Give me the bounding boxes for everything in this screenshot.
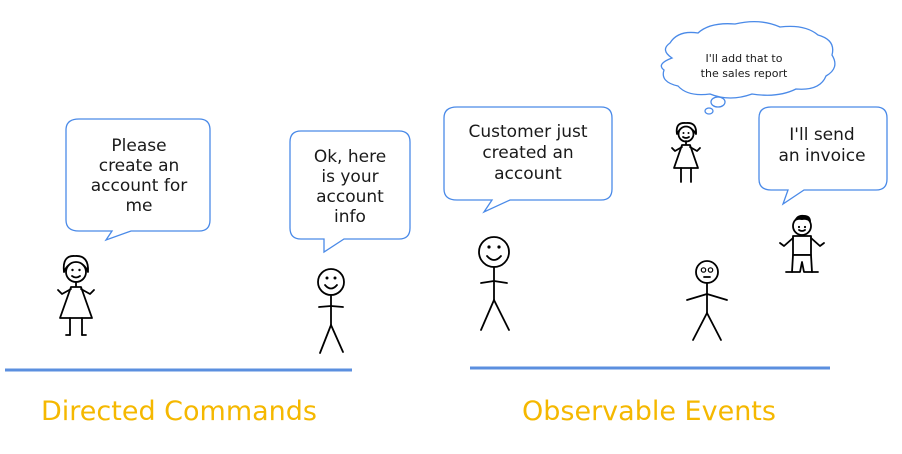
invoice-line-1: I'll send	[789, 125, 854, 145]
speech-bubble-request: Please create an account for me	[65, 118, 211, 242]
request-line-2: create an	[99, 156, 180, 176]
thought-cloud: I'll add that to the sales report	[660, 20, 836, 115]
thought-dot-large	[710, 96, 726, 108]
customer-girl-figure	[57, 255, 95, 336]
speech-bubble-response-shape	[289, 130, 411, 254]
response-line-2: is your	[321, 167, 378, 187]
speech-bubble-request-shape	[65, 118, 211, 242]
speech-bubble-invoice-shape	[758, 106, 888, 206]
observer-stick-figure	[686, 260, 728, 341]
publisher-stick-figure	[478, 236, 510, 331]
thought-cloud-shape	[660, 20, 836, 99]
event-line-2: created an	[482, 143, 573, 163]
service-stick-figure	[317, 268, 345, 354]
observable-events-label: Observable Events	[522, 396, 776, 427]
speech-bubble-event-shape	[443, 106, 613, 214]
request-line-1: Please	[111, 136, 166, 156]
observable-events-section: Customer just created an account I'll ad…	[443, 20, 888, 427]
request-line-4: me	[125, 196, 152, 216]
request-line-3: account for	[91, 176, 188, 196]
invoice-line-2: an invoice	[778, 146, 865, 166]
sales-girl-figure	[671, 122, 701, 183]
speech-bubble-event: Customer just created an account	[443, 106, 613, 214]
thought-dot-small	[704, 107, 714, 115]
directed-commands-label: Directed Commands	[41, 396, 317, 427]
response-line-1: Ok, here	[314, 147, 386, 167]
response-line-3: account	[316, 187, 384, 207]
event-line-3: account	[494, 164, 562, 184]
speech-bubble-response: Ok, here is your account info	[289, 130, 411, 254]
response-line-4: info	[334, 207, 366, 227]
speech-bubble-invoice: I'll send an invoice	[758, 106, 888, 206]
cloud-line-2: the sales report	[701, 67, 788, 80]
billing-boy-figure	[779, 214, 825, 273]
event-line-1: Customer just	[469, 122, 588, 142]
cloud-line-1: I'll add that to	[706, 52, 783, 65]
directed-commands-section: Please create an account for me Ok, here	[5, 118, 411, 427]
